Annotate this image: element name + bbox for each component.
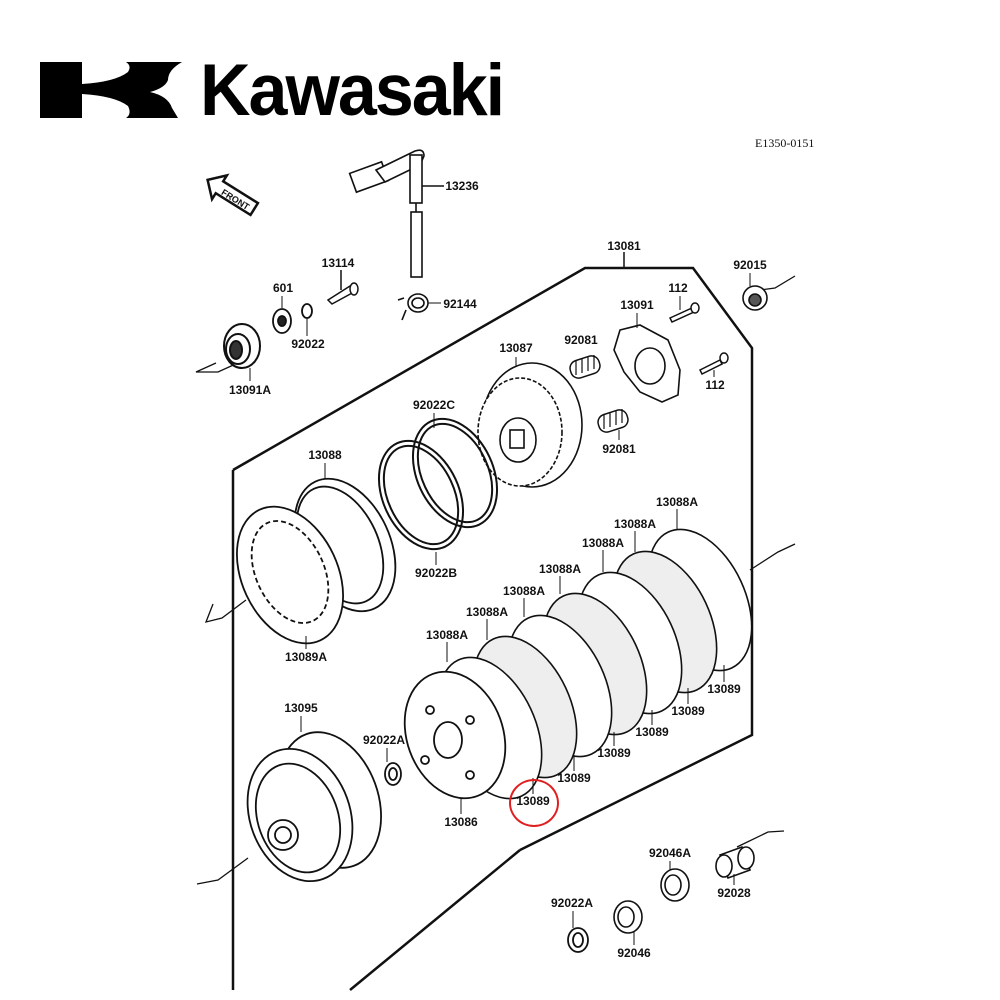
part-92022-washer (301, 303, 313, 336)
part-13236-release-lever (348, 149, 444, 278)
part-label-13089-1[interactable]: 13089 (707, 682, 741, 696)
part-label-13089A[interactable]: 13089A (284, 650, 328, 664)
part-label-13086[interactable]: 13086 (444, 815, 478, 829)
part-112-bolts (668, 296, 729, 377)
part-label-13088A-7[interactable]: 13088A (425, 628, 469, 642)
part-label-92144[interactable]: 92144 (443, 297, 477, 311)
part-label-92022A-lower[interactable]: 92022A (550, 896, 594, 910)
part-label-13089-3[interactable]: 13089 (635, 725, 669, 739)
part-92015-nut (742, 273, 768, 311)
part-label-112-lower[interactable]: 112 (705, 378, 725, 392)
part-label-13089-4[interactable]: 13089 (597, 746, 631, 760)
part-label-13091A[interactable]: 13091A (228, 383, 272, 397)
part-92046A-needle-bearing (660, 861, 690, 902)
part-label-13088A-2[interactable]: 13088A (613, 517, 657, 531)
brand-name: Kawasaki (200, 49, 505, 131)
part-label-92022A-upper[interactable]: 92022A (362, 733, 406, 747)
part-601-bearing (272, 296, 292, 334)
part-92144-spring (397, 293, 441, 321)
part-13086-pressure-plate (403, 670, 507, 814)
diagram-code: E1350-0151 (755, 136, 815, 150)
part-label-601[interactable]: 601 (272, 281, 294, 295)
kawasaki-river-mark-icon (40, 62, 182, 118)
part-label-13089-2[interactable]: 13089 (671, 704, 705, 718)
part-label-92046[interactable]: 92046 (617, 946, 651, 960)
part-label-92081-upper[interactable]: 92081 (564, 333, 598, 347)
part-13089A-steel-plate (236, 505, 344, 649)
part-label-13087[interactable]: 13087 (499, 341, 533, 355)
part-label-92022[interactable]: 92022 (291, 337, 325, 351)
part-label-13088A-6[interactable]: 13088A (465, 605, 509, 619)
part-label-13089-5[interactable]: 13089 (557, 771, 591, 785)
part-label-92015[interactable]: 92015 (733, 258, 767, 272)
part-13091A-collar (223, 323, 261, 381)
part-label-13088[interactable]: 13088 (308, 448, 342, 462)
clutch-pack-leader-lines (446, 509, 725, 794)
highlight-circle-13089 (509, 779, 559, 827)
part-label-13091[interactable]: 13091 (620, 298, 654, 312)
part-label-13088A-5[interactable]: 13088A (502, 584, 546, 598)
front-arrow-icon: FRONT (206, 173, 260, 217)
direction-arrows (195, 275, 796, 885)
part-label-92046A[interactable]: 92046A (648, 846, 692, 860)
part-92022B-92022C-rings (377, 413, 499, 565)
part-label-13236[interactable]: 13236 (445, 179, 479, 193)
part-92022A-washer-lower (567, 911, 589, 953)
assembly-boundary (231, 266, 754, 991)
part-92028-sleeve (715, 845, 755, 885)
kawasaki-logo: Kawasaki (40, 49, 505, 131)
part-13087-clutch-hub (477, 357, 583, 488)
part-label-92022C[interactable]: 92022C (412, 398, 456, 412)
part-13091-lifter-plate (613, 313, 681, 403)
part-label-13095[interactable]: 13095 (284, 701, 318, 715)
part-label-92022B[interactable]: 92022B (414, 566, 458, 580)
part-label-13114[interactable]: 13114 (321, 256, 355, 270)
part-label-13088A-3[interactable]: 13088A (581, 536, 625, 550)
part-label-112-upper[interactable]: 112 (668, 281, 688, 295)
part-92046-needle-bearing (613, 900, 643, 945)
part-label-92028[interactable]: 92028 (717, 886, 751, 900)
part-13095-clutch-housing (246, 716, 382, 883)
part-label-13081[interactable]: 13081 (607, 239, 641, 253)
part-92081-springs (569, 355, 629, 440)
part-92022A-washer-upper (384, 748, 402, 786)
part-13114-pushrod (326, 270, 359, 305)
part-label-13088A-1[interactable]: 13088A (655, 495, 699, 509)
part-label-13088A-4[interactable]: 13088A (538, 562, 582, 576)
part-label-92081-lower[interactable]: 92081 (602, 442, 636, 456)
